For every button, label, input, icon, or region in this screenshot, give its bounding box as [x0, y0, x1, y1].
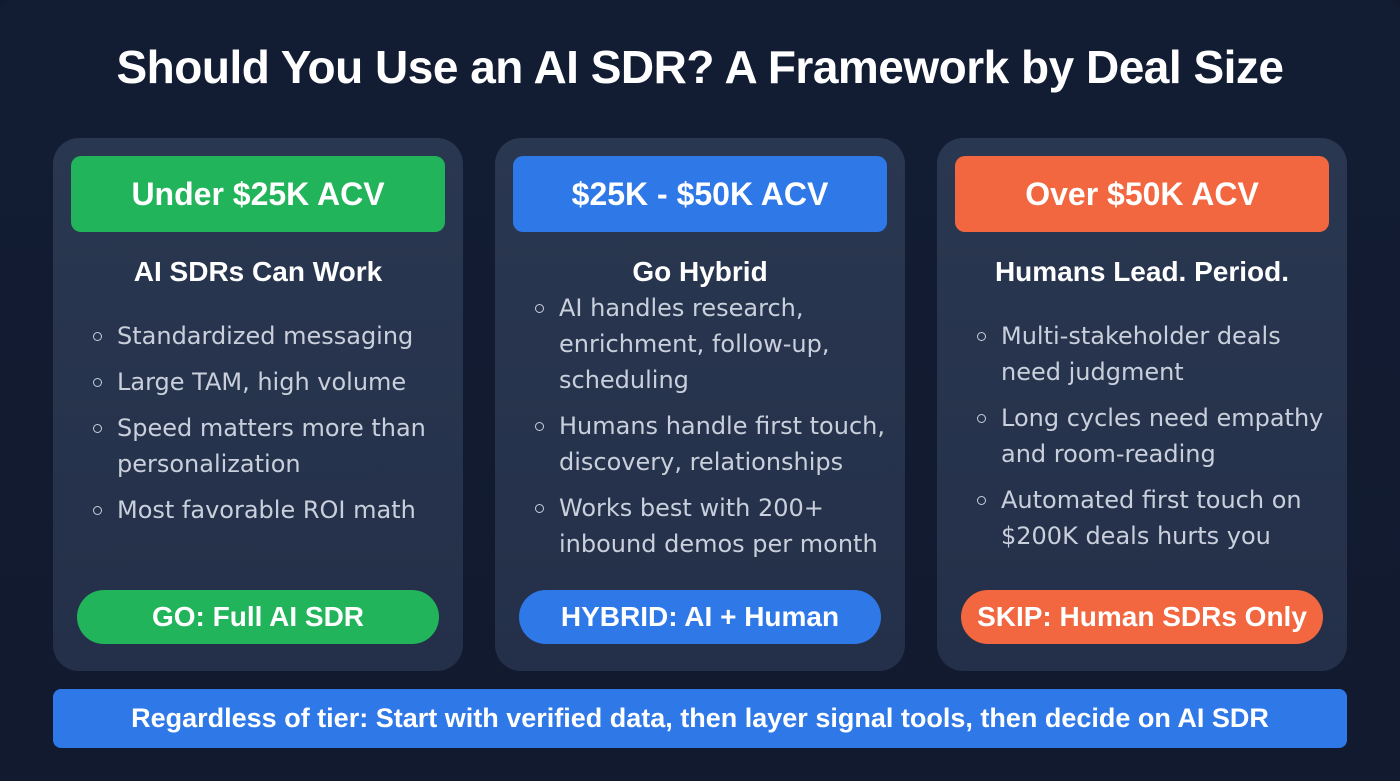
bullet-circle-icon [535, 304, 544, 313]
tier-subtitle: Go Hybrid [632, 256, 768, 287]
bullet-circle-icon [977, 332, 986, 341]
bullet-item: Multi-stakeholder deals need judgment [977, 318, 1327, 390]
bullet-item: AI handles research, enrichment, follow-… [535, 290, 885, 398]
bullet-circle-icon [93, 378, 102, 387]
bullet-item: Large TAM, high volume [93, 364, 443, 400]
bullet-circle-icon [977, 496, 986, 505]
bullet-item: Long cycles need empathy and room-readin… [977, 400, 1327, 472]
tier-header: $25K - $50K ACV [513, 156, 887, 232]
tier-header: Over $50K ACV [955, 156, 1329, 232]
tier-card-over-50k: Over $50K ACV Humans Lead. Period. Multi… [937, 138, 1347, 671]
bullet-item: Humans handle first touch, discovery, re… [535, 408, 885, 480]
tier-subtitle: Humans Lead. Period. [994, 256, 1290, 287]
bullet-circle-icon [977, 414, 986, 423]
verdict-badge-skip: SKIP: Human SDRs Only [961, 590, 1323, 644]
bullet-circle-icon [535, 504, 544, 513]
tier-card-under-25k: Under $25K ACV AI SDRs Can Work Standard… [53, 138, 463, 671]
verdict-badge-go: GO: Full AI SDR [77, 590, 439, 644]
tier-header: Under $25K ACV [71, 156, 445, 232]
page-title: Should You Use an AI SDR? A Framework by… [116, 41, 1284, 93]
bullet-item: Standardized messaging [93, 318, 443, 354]
tier-bullet-list: AI handles research, enrichment, follow-… [535, 290, 885, 572]
bullet-circle-icon [535, 422, 544, 431]
bullet-item: Most favorable ROI math [93, 492, 443, 528]
tier-subtitle: AI SDRs Can Work [133, 256, 383, 287]
bullet-item: Works best with 200+ inbound demos per m… [535, 490, 885, 562]
bullet-item: Speed matters more than personalization [93, 410, 443, 482]
bullet-circle-icon [93, 424, 102, 433]
tier-bullet-list: Standardized messaging Large TAM, high v… [93, 318, 443, 538]
tier-bullet-list: Multi-stakeholder deals need judgment Lo… [977, 318, 1327, 564]
verdict-badge-hybrid: HYBRID: AI + Human [519, 590, 881, 644]
bullet-item: Automated first touch on $200K deals hur… [977, 482, 1327, 554]
tier-card-25k-50k: $25K - $50K ACV Go Hybrid AI handles res… [495, 138, 905, 671]
bullet-circle-icon [93, 506, 102, 515]
bullet-circle-icon [93, 332, 102, 341]
footer-banner: Regardless of tier: Start with verified … [53, 689, 1347, 748]
